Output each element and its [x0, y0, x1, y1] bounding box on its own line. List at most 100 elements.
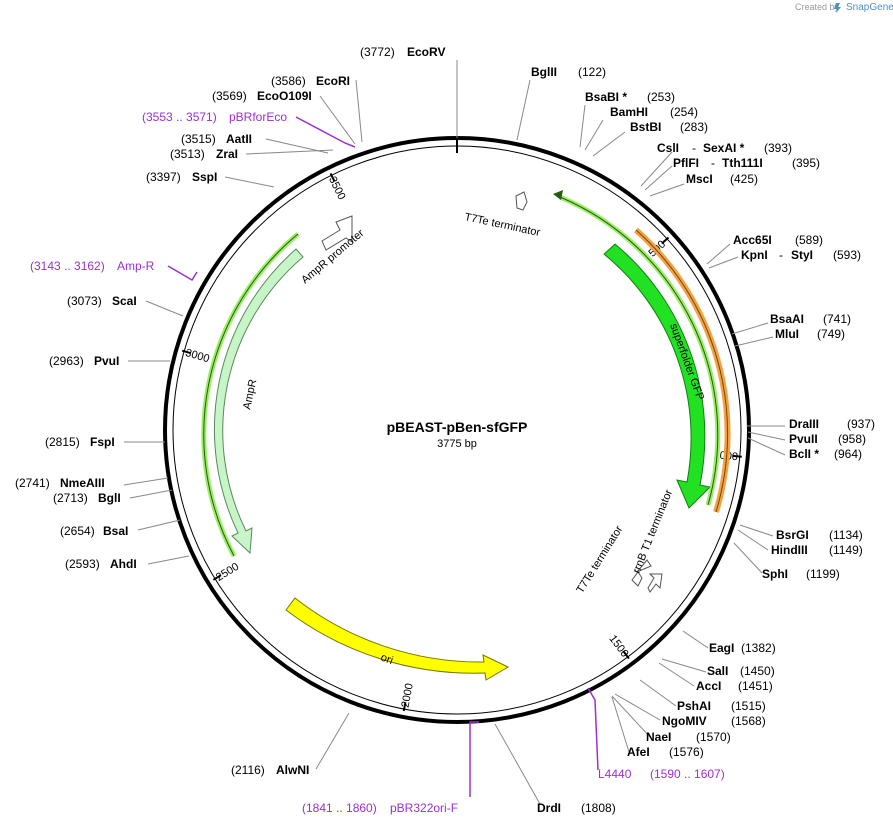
site-name[interactable]: ZraI: [216, 147, 238, 161]
primer-name[interactable]: pBR322ori-F: [390, 801, 458, 815]
site-pos: (2815): [45, 435, 80, 449]
snapgene-logo-icon: [834, 3, 841, 13]
site-name[interactable]: EcoRV: [407, 45, 445, 59]
credit-text: Created by: [795, 2, 840, 12]
site-name[interactable]: BsaAI: [770, 312, 804, 326]
primer-name[interactable]: L4440: [598, 767, 632, 781]
site-pos: (1808): [581, 801, 616, 815]
site-pos: (3397): [146, 170, 181, 184]
feature-ampr-promoter[interactable]: [321, 215, 353, 251]
site-pos: (1568): [731, 714, 766, 728]
site-name[interactable]: PvuI: [94, 354, 119, 368]
site-pos: (1576): [669, 745, 704, 759]
site-name[interactable]: SphI: [762, 567, 788, 581]
site-name[interactable]: EcoO109I: [257, 89, 312, 103]
site-name[interactable]: EagI: [709, 641, 734, 655]
site-name[interactable]: Acc65I: [733, 233, 772, 247]
tick-mark: [661, 236, 670, 245]
site-name[interactable]: BglII: [531, 65, 557, 79]
site-pos: (1149): [829, 543, 863, 557]
site-pos: (393): [764, 141, 792, 155]
site-name[interactable]: SexAI *: [703, 141, 745, 155]
primer-name[interactable]: pBRforEco: [229, 110, 287, 124]
site-pos: (1450): [740, 664, 775, 678]
site-pos: (254): [670, 105, 698, 119]
tick-label: 3500: [326, 175, 348, 202]
primer-range: (1841 .. 1860): [302, 801, 377, 815]
site-pos: (253): [647, 90, 675, 104]
feature-label-ampr: AmpR: [241, 378, 259, 410]
site-name[interactable]: NgoMIV: [662, 714, 707, 728]
site-name[interactable]: AfeI: [627, 745, 650, 759]
feature-orange-track: [634, 227, 731, 513]
site-name[interactable]: BclI *: [789, 447, 819, 461]
tick-mark: [181, 349, 192, 355]
site-name[interactable]: NmeAIII: [60, 476, 105, 490]
primer-range: (3143 .. 3162): [30, 259, 105, 273]
site-name[interactable]: ScaI: [112, 294, 137, 308]
site-name[interactable]: AatII: [226, 132, 252, 146]
feature-green-track: [553, 190, 721, 506]
feature-rrnb-terminator[interactable]: [647, 573, 663, 593]
site-name[interactable]: SalI: [707, 664, 728, 678]
tick-mark: [212, 574, 222, 581]
site-name[interactable]: BamHI: [610, 105, 648, 119]
feature-t7te-terminator-bottom[interactable]: [631, 559, 652, 587]
site-pos: (1134): [829, 528, 863, 542]
site-name[interactable]: CslI: [657, 141, 679, 155]
site-name[interactable]: BsaBI *: [585, 90, 627, 104]
tick-label: 3000: [184, 347, 211, 365]
site-name[interactable]: KpnI: [741, 248, 768, 262]
site-name[interactable]: BglI: [98, 491, 121, 505]
site-name[interactable]: MluI: [775, 327, 799, 341]
site-name[interactable]: StyI: [791, 248, 813, 262]
site-pos: (1570): [696, 730, 731, 744]
site-name[interactable]: DrdI: [537, 801, 561, 815]
site-pos: (2116): [231, 763, 265, 777]
site-name[interactable]: NaeI: [646, 730, 671, 744]
site-pos: (2741): [15, 476, 50, 490]
site-pos: (2713): [53, 491, 88, 505]
site-name[interactable]: HindIII: [771, 543, 808, 557]
site-pos: (3569): [212, 89, 247, 103]
site-name[interactable]: PvuII: [789, 432, 818, 446]
site-name[interactable]: EcoRI: [316, 74, 350, 88]
feature-label-rrnb: rrnB T1 terminator: [631, 488, 676, 575]
site-name[interactable]: FspI: [90, 435, 115, 449]
site-pos: (1451): [738, 679, 773, 693]
site-name[interactable]: SspI: [192, 170, 217, 184]
site-pos: (3772): [360, 45, 395, 59]
feature-ampr[interactable]: [213, 248, 304, 555]
site-name[interactable]: PflFI: [673, 156, 699, 170]
feature-ori[interactable]: [285, 597, 510, 681]
site-pos: (964): [834, 447, 862, 461]
feature-label-t7te-bottom: T7Te terminator: [574, 524, 625, 596]
site-pos: (2963): [49, 354, 84, 368]
tick-mark: [402, 701, 407, 712]
site-name[interactable]: PshAI: [677, 699, 711, 713]
site-pos: (3073): [67, 294, 102, 308]
site-pos: (2654): [60, 524, 95, 538]
site-separator: -: [692, 141, 696, 155]
site-pos: (395): [792, 156, 820, 170]
site-name[interactable]: BsaI: [103, 524, 128, 538]
site-name[interactable]: BstBI: [630, 120, 661, 134]
tick-label: 2500: [214, 561, 241, 584]
feature-t7te-terminator-top[interactable]: [515, 191, 528, 211]
site-pos: (593): [833, 248, 861, 262]
primer-name[interactable]: Amp-R: [117, 259, 155, 273]
tick-mark: [622, 650, 630, 660]
site-name[interactable]: AccI: [696, 679, 721, 693]
tick-mark: [329, 172, 336, 182]
site-name[interactable]: DraIII: [789, 417, 819, 431]
site-name[interactable]: BsrGI: [776, 528, 809, 542]
plasmid-name: pBEAST-pBen-sfGFP: [387, 419, 528, 435]
tick-mark: [732, 454, 742, 458]
feature-sfgfp[interactable]: [603, 243, 712, 509]
feature-green-track-left: [201, 232, 300, 558]
site-name[interactable]: Tth111I: [722, 156, 763, 170]
site-name[interactable]: AlwNI: [276, 763, 309, 777]
site-name[interactable]: MscI: [686, 172, 713, 186]
site-pos: (749): [817, 327, 845, 341]
site-name[interactable]: AhdI: [110, 557, 137, 571]
